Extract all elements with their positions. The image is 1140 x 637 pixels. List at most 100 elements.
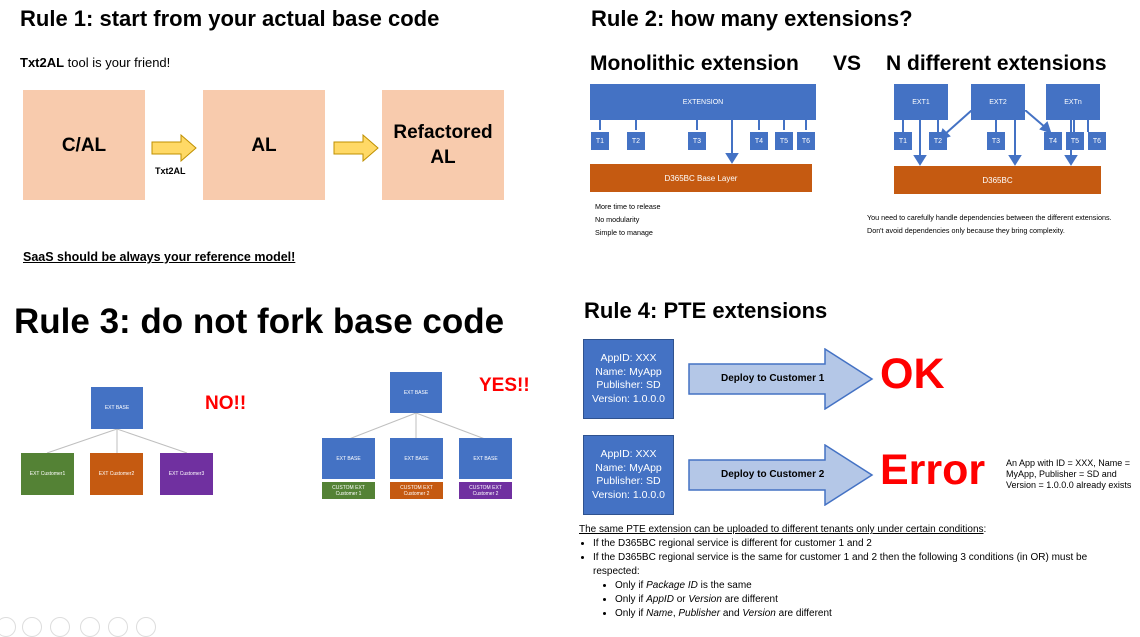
sub-italic: Version	[742, 608, 776, 619]
t5-box: T5	[1066, 132, 1084, 150]
vs-label: VS	[833, 52, 862, 75]
conditions-text: The same PTE extension can be uploaded t…	[579, 523, 1129, 621]
sub-text: or	[673, 594, 689, 605]
slide-nav-more-icon[interactable]	[136, 617, 156, 637]
app-box-1: AppID: XXX Name: MyApp Publisher: SD Ver…	[583, 339, 674, 419]
yes-tree-lines	[348, 412, 486, 440]
no-child-node: EXT Customer3	[160, 453, 213, 495]
deploy-label-1: Deploy to Customer 1	[721, 373, 825, 384]
no-label: NO!!	[205, 393, 247, 414]
yes-base-node: EXT BASE	[459, 438, 512, 479]
t1-box: T1	[591, 132, 609, 150]
ext2-box: EXT2	[971, 84, 1025, 120]
cal-box: C/AL	[23, 90, 145, 200]
no-child-node: EXT Customer1	[21, 453, 74, 495]
monolithic-title: Monolithic extension	[590, 52, 799, 75]
sub-conditions-list: Only if Package ID is the same Only if A…	[593, 579, 1129, 621]
t4-box: T4	[1044, 132, 1062, 150]
sub-text: Only if	[615, 608, 647, 619]
sub-italic: Version	[688, 594, 722, 605]
sub-text: are different	[775, 608, 832, 619]
sub-italic: AppID	[646, 594, 674, 605]
slide-nav-grid-icon[interactable]	[80, 617, 100, 637]
sub-condition: Only if Package ID is the same	[615, 579, 1129, 593]
yes-base-node: EXT BASE	[322, 438, 375, 479]
app-line: Name: MyApp	[595, 365, 662, 378]
slide-nav-back-icon[interactable]	[0, 617, 16, 637]
app-line: Publisher: SD	[596, 475, 661, 487]
app-line: AppID: XXX	[600, 448, 657, 460]
sub-italic: Publisher	[678, 608, 721, 619]
t1-box: T1	[894, 132, 912, 150]
sub-text: are different	[721, 594, 778, 605]
sub-italic: Name	[646, 608, 673, 619]
t5-box: T5	[775, 132, 793, 150]
condition-item: If the D365BC regional service is the sa…	[593, 551, 1129, 621]
conditions-intro-text: The same PTE extension can be uploaded t…	[579, 524, 984, 535]
t4-box: T4	[750, 132, 768, 150]
slide-nav-pen-icon[interactable]	[50, 617, 70, 637]
custom-ext-node: CUSTOM EXT Customer 2	[390, 482, 443, 499]
conditions-intro-colon: :	[983, 524, 987, 535]
condition-item-text: If the D365BC regional service is the sa…	[593, 552, 1088, 577]
ext1-box: EXT1	[894, 84, 948, 120]
app-line: Version: 1.0.0.0	[592, 488, 665, 501]
sub-text: and	[720, 608, 743, 619]
slide-nav-forward-icon[interactable]	[22, 617, 42, 637]
txt2al-arrow-label: Txt2AL	[155, 166, 186, 176]
ext-base-node: EXT BASE	[390, 372, 442, 413]
monolithic-connectors	[599, 120, 807, 164]
rule3-title: Rule 3: do not fork base code	[14, 302, 505, 341]
error-label: Error	[880, 446, 986, 494]
sub-text: ,	[672, 608, 679, 619]
refactored-al-box: Refactored AL	[382, 90, 504, 200]
d365bc-box: D365BC	[894, 166, 1101, 194]
saas-note: SaaS should be always your reference mod…	[23, 250, 296, 264]
ext-base-node: EXT BASE	[91, 387, 143, 429]
slide-nav-zoom-icon[interactable]	[108, 617, 128, 637]
rule1-title: Rule 1: start from your actual base code	[20, 6, 440, 31]
sub-italic: Package ID	[646, 580, 698, 591]
yes-label: YES!!	[479, 375, 530, 396]
t2-box: T2	[627, 132, 645, 150]
t3-box: T3	[688, 132, 706, 150]
yes-base-node: EXT BASE	[390, 438, 443, 479]
no-tree-lines	[46, 428, 188, 454]
conditions-list: If the D365BC regional service is differ…	[579, 537, 1129, 621]
extn-box: EXTn	[1046, 84, 1100, 120]
al-box: AL	[203, 90, 325, 200]
mono-note: No modularity	[595, 215, 640, 224]
sub-condition: Only if Name, Publisher and Version are …	[615, 607, 1129, 621]
t2-box: T2	[929, 132, 947, 150]
app-line: Version: 1.0.0.0	[592, 392, 665, 405]
arrow-icon	[151, 134, 197, 162]
app-line: Name: MyApp	[595, 461, 662, 474]
sub-condition: Only if AppID or Version are different	[615, 593, 1129, 607]
app-line: AppID: XXX	[600, 352, 657, 364]
app-line: Publisher: SD	[596, 379, 661, 391]
rule4-title: Rule 4: PTE extensions	[584, 298, 828, 323]
n-extensions-title: N different extensions	[886, 52, 1107, 75]
sub-text: is the same	[697, 580, 752, 591]
no-child-node: EXT Customer2	[90, 453, 143, 495]
mono-note: More time to release	[595, 202, 661, 211]
deploy-arrow-icon	[688, 444, 874, 506]
mono-note: Simple to manage	[595, 228, 653, 237]
sub-text: Only if	[615, 594, 647, 605]
n-note: You need to carefully handle dependencie…	[867, 213, 1112, 222]
extension-box: EXTENSION	[590, 84, 816, 120]
error-message: An App with ID = XXX, Name = MyApp, Publ…	[1006, 458, 1132, 490]
app-box-2: AppID: XXX Name: MyApp Publisher: SD Ver…	[583, 435, 674, 515]
rule2-title: Rule 2: how many extensions?	[591, 6, 913, 31]
base-layer-box: D365BC Base Layer	[590, 164, 812, 192]
rule1-tool-line: Txt2AL tool is your friend!	[20, 55, 170, 70]
sub-text: Only if	[615, 580, 647, 591]
tool-text: tool is your friend!	[64, 55, 171, 70]
condition-item: If the D365BC regional service is differ…	[593, 537, 1129, 551]
tool-name: Txt2AL	[20, 55, 65, 70]
arrow-icon	[333, 134, 379, 162]
deploy-arrow-icon	[688, 348, 874, 410]
n-note: Don't avoid dependencies only because th…	[867, 226, 1065, 235]
t6-box: T6	[797, 132, 815, 150]
conditions-intro: The same PTE extension can be uploaded t…	[579, 523, 1129, 537]
